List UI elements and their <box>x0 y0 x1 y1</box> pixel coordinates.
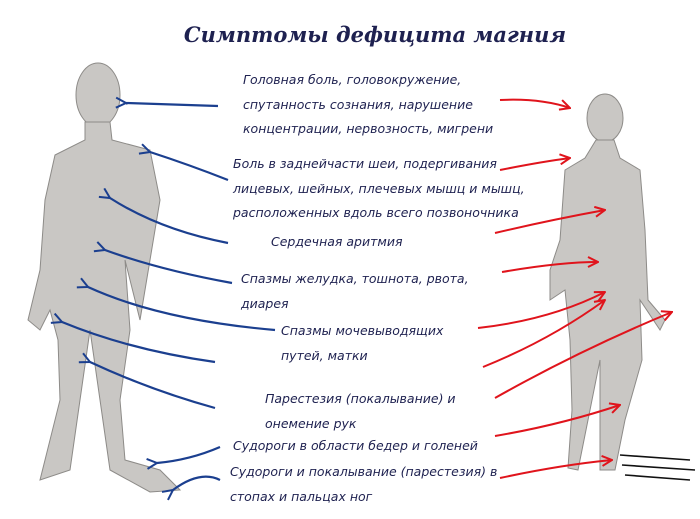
symptom-feet: Судороги и покалывание (парестезия) в ст… <box>230 460 497 509</box>
symptom-line: Спазмы мочевыводящих <box>281 323 444 338</box>
symptom-hands: Парестезия (покалывание) и онемение рук <box>265 387 456 436</box>
symptom-line: Спазмы желудка, тошнота, рвота, <box>241 271 469 286</box>
symptom-line: спутанность сознания, нарушение <box>243 96 473 112</box>
symptom-stomach: Спазмы желудка, тошнота, рвота, диарея <box>241 267 469 316</box>
symptom-heart: Сердечная аритмия <box>271 230 402 255</box>
symptom-line: Судороги и покалывание (парестезия) в <box>230 464 498 479</box>
arrow-hands-2 <box>90 362 216 410</box>
symptom-line: диарея <box>241 295 289 311</box>
symptom-line: Сердечная аритмия <box>271 234 403 249</box>
arrow-legs <box>157 445 221 463</box>
symptom-urinary: Спазмы мочевыводящих путей, матки <box>281 319 443 368</box>
symptom-line: концентрации, нервозность, мигрени <box>243 121 494 136</box>
arrow-urinary <box>88 287 276 332</box>
symptom-line: Парестезия (покалывание) и <box>265 391 456 406</box>
female-figure <box>549 93 696 481</box>
male-figure <box>27 62 182 493</box>
page-title: Симптомы дефицита магния <box>183 22 567 47</box>
symptom-line: онемение рук <box>265 415 357 431</box>
blue-arrows <box>62 103 276 490</box>
symptom-line: стопах и пальцах ног <box>230 488 373 504</box>
symptom-line: Судороги в области бедер и голеней <box>233 438 478 453</box>
red-arrows <box>477 98 672 479</box>
symptom-line: путей, матки <box>281 347 368 363</box>
symptom-legs: Судороги в области бедер и голеней <box>233 434 478 459</box>
symptom-line: лицевых, шейных, плечевых мышц и мышц, <box>233 180 525 196</box>
symptom-line: расположенных вдоль всего позвоночника <box>233 205 519 220</box>
symptom-line: Боль в заднейчасти шеи, подергивания <box>233 156 497 171</box>
symptom-line: Головная боль, головокружение, <box>243 72 462 87</box>
symptom-head: Головная боль, головокружение, спутаннос… <box>243 68 493 142</box>
arrow-feet <box>173 475 221 490</box>
arrow-neck <box>150 152 229 182</box>
arrow-stomach <box>105 250 233 285</box>
arrow-heart <box>110 198 229 245</box>
arrow-hands <box>62 322 216 364</box>
arrow-head <box>126 103 219 106</box>
symptom-neck: Боль в заднейчасти шеи, подергивания лиц… <box>233 152 525 226</box>
